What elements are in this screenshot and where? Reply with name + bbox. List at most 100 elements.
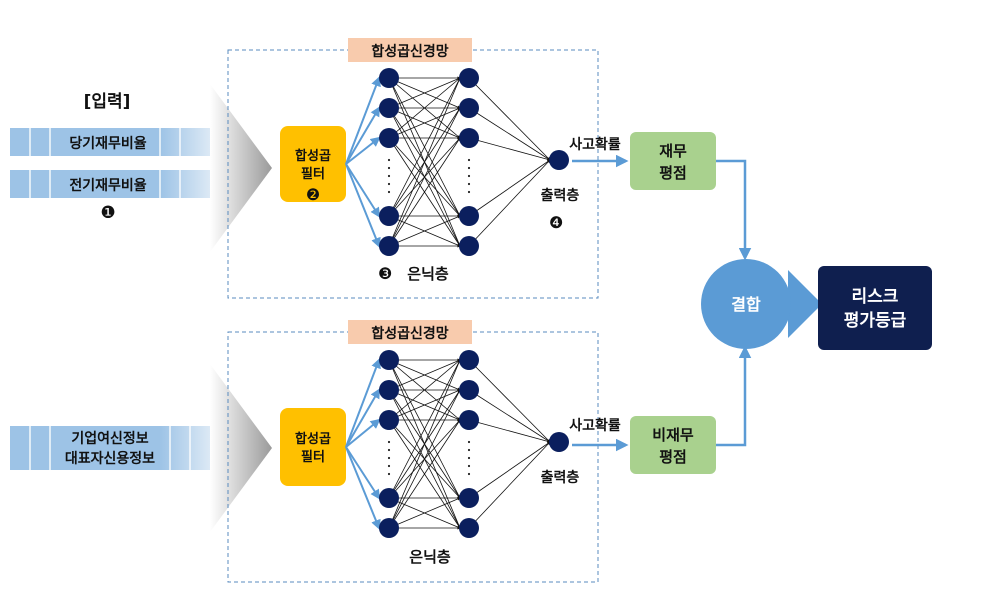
hidden-node-layer1 [379,236,399,256]
marker-2: ❷ [306,185,320,204]
connection-line [468,441,551,499]
hidden-node-layer1 [379,488,399,508]
score-nonfinancial-1: 비재무 [652,426,694,444]
ellipsis-dot [387,158,391,162]
connection-line [468,441,551,529]
hidden-node-layer1 [379,380,399,400]
ellipsis-dot [467,448,471,452]
hidden-node-layer2 [459,380,479,400]
hidden-node-layer1 [379,410,399,430]
score-box-financial [630,132,716,190]
connection-line [388,107,461,139]
connection-line [388,359,461,529]
arrow-filter-to-node [345,446,381,530]
ellipsis-dot [467,190,471,194]
filter-box-top [280,126,346,202]
hidden-node-layer1 [379,128,399,148]
ellipsis-dot [387,166,391,170]
hidden-node-layer2 [459,206,479,226]
connection-line [468,77,551,161]
arrow-filter-to-node [345,358,381,448]
connection-line [388,215,461,247]
connection-line [388,497,461,529]
hidden-node-layer2 [459,410,479,430]
ellipsis-dot [387,190,391,194]
input-row-prior-ratio: 전기재무비율 [69,177,146,194]
ellipsis-dot [467,182,471,186]
hidden-node-layer2 [459,68,479,88]
ellipsis-dot [387,472,391,476]
arrow-filter-to-node [345,418,381,448]
network-bottom [345,350,569,538]
input-row-ceo-credit: 대표자신용정보 [65,450,155,467]
arrow-nonfinancial-to-combine [716,345,752,447]
score-box-nonfinancial [630,416,716,474]
arrow-filter-to-node [345,106,381,165]
connection-line [388,77,461,139]
hidden-node-layer2 [459,488,479,508]
result-box [818,266,932,350]
cnn-title-top: 합성곱신경망 [371,43,448,60]
arrow-filter-to-node [345,446,381,500]
connection-line [388,107,461,247]
connection-line [468,159,551,217]
ellipsis-dot [387,456,391,460]
connection-line [388,389,461,421]
combine-arrow-head [770,270,822,338]
output-layer-label-bottom: 출력층 [541,469,580,486]
ellipsis-dot [467,440,471,444]
combine-node [701,259,791,349]
score-financial-1: 재무 [659,142,687,160]
filter-label-top-1: 합성곱 [295,148,331,164]
hidden-node-layer2 [459,128,479,148]
connection-line [388,359,461,499]
arrow-filter-to-node [345,163,381,218]
ellipsis-dot [467,166,471,170]
arrow-filter-to-node [345,136,381,165]
cnn-title-bottom: 합성곱신경망 [371,325,448,342]
hidden-node-layer2 [459,98,479,118]
hidden-node-layer1 [379,68,399,88]
connection-line [468,137,551,161]
hidden-node-layer2 [459,236,479,256]
filter-box-bottom [280,408,346,486]
result-label-2: 평가등급 [844,311,907,331]
connection-line [468,159,551,247]
arrow-financial-to-combine [716,159,752,261]
filter-label-bottom-1: 합성곱 [295,431,331,447]
marker-4: ❹ [549,213,563,232]
hidden-node-layer2 [459,518,479,538]
filter-label-top-2: 필터 [301,166,325,182]
score-nonfinancial-2: 평점 [659,448,687,466]
marker-3: ❸ [378,264,392,283]
connection-line [388,77,461,217]
marker-1: ❶ [100,203,115,223]
score-financial-2: 평점 [659,164,687,182]
input-band-1: 당기재무비율 [10,128,210,156]
filter-label-bottom-2: 필터 [301,449,325,465]
prob-label-top: 사고확률 [569,136,621,153]
input-band-2: 전기재무비율 [10,170,210,198]
input-funnel-top [210,84,272,252]
hidden-node-layer2 [459,350,479,370]
hidden-node-layer1 [379,350,399,370]
output-node [549,150,569,170]
ellipsis-dot [467,472,471,476]
hidden-node-layer1 [379,206,399,226]
ellipsis-dot [467,158,471,162]
ellipsis-dot [467,174,471,178]
network-top [345,68,569,256]
hidden-node-layer1 [379,98,399,118]
output-layer-label-top: 출력층 [541,187,580,204]
connection-line [388,389,461,529]
connection-line [468,419,551,443]
arrow-filter-to-node [345,163,381,248]
arrow-filter-to-node [345,76,381,165]
connection-line [468,389,551,443]
ellipsis-dot [387,448,391,452]
connection-line [468,359,551,443]
cnn-title-bg-bottom [348,320,472,344]
connection-line [388,359,461,391]
ellipsis-dot [467,456,471,460]
